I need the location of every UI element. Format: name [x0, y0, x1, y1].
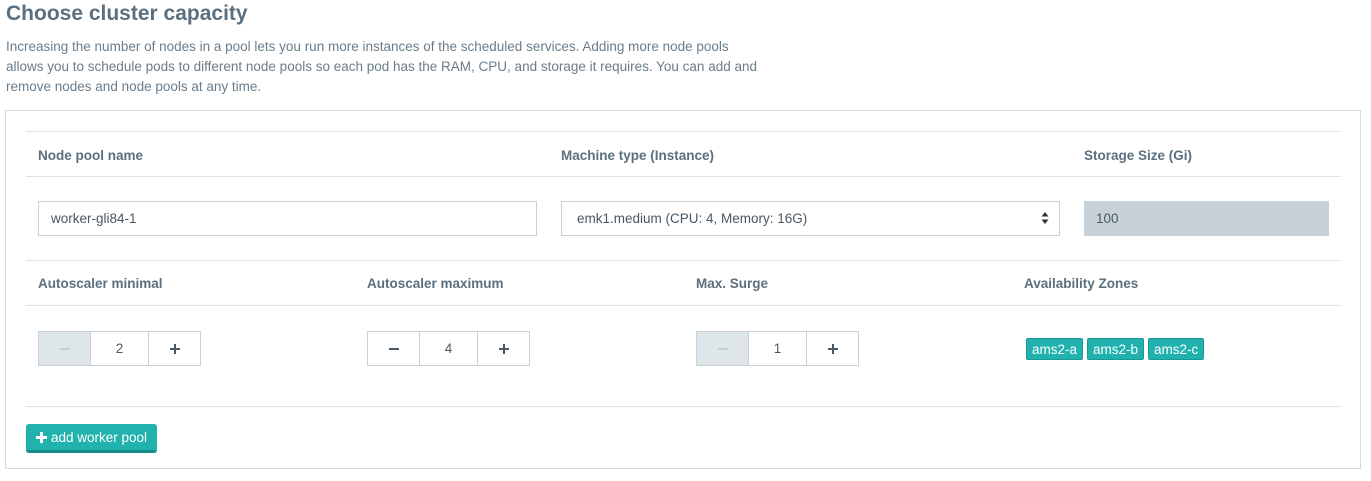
page-title: Choose cluster capacity	[6, 2, 248, 25]
autoscaler-max-label: Autoscaler maximum	[367, 276, 504, 291]
storage-size-field: 100	[1084, 201, 1329, 236]
autoscaler-max-stepper: 4	[367, 331, 530, 366]
add-worker-pool-button[interactable]: add worker pool	[26, 424, 158, 453]
availability-zones-label: Availability Zones	[1024, 276, 1139, 291]
divider	[26, 176, 1341, 177]
machine-type-value: emk1.medium (CPU: 4, Memory: 16G)	[577, 211, 808, 226]
intro-line: Increasing the number of nodes in a pool…	[6, 39, 729, 54]
minus-icon	[59, 347, 70, 350]
intro-line: remove nodes and node pools at any time.	[6, 79, 262, 94]
plus-icon	[498, 343, 509, 354]
plus-icon	[36, 431, 47, 443]
storage-size-label: Storage Size (Gi)	[1084, 148, 1193, 163]
max-surge-decrement-button[interactable]	[696, 331, 749, 366]
autoscaler-max-value[interactable]: 4	[419, 331, 478, 366]
node-pool-name-input[interactable]	[38, 201, 537, 236]
machine-type-label: Machine type (Instance)	[561, 148, 715, 163]
autoscaler-min-stepper: 2	[38, 331, 201, 366]
node-pool-panel: Node pool name Machine type (Instance) S…	[5, 110, 1361, 469]
autoscaler-min-label: Autoscaler minimal	[38, 276, 163, 291]
max-surge-value[interactable]: 1	[748, 331, 807, 366]
zone-badge-ams2-b[interactable]: ams2-b	[1087, 338, 1145, 360]
select-arrows-icon	[1041, 212, 1049, 224]
machine-type-select[interactable]: emk1.medium (CPU: 4, Memory: 16G)	[561, 201, 1060, 236]
autoscaler-min-decrement-button[interactable]	[38, 331, 91, 366]
max-surge-label: Max. Surge	[696, 276, 769, 291]
zone-badge-ams2-c[interactable]: ams2-c	[1148, 338, 1205, 360]
intro-text: Increasing the number of nodes in a pool…	[6, 37, 806, 97]
availability-zones: ams2-a ams2-b ams2-c	[1026, 338, 1205, 360]
plus-icon	[827, 343, 838, 354]
zone-badge-ams2-a[interactable]: ams2-a	[1026, 338, 1084, 360]
max-surge-increment-button[interactable]	[806, 331, 859, 366]
intro-line: allows you to schedule pods to different…	[6, 59, 757, 74]
autoscaler-max-increment-button[interactable]	[477, 331, 530, 366]
divider	[26, 260, 1341, 261]
minus-icon	[388, 347, 399, 350]
minus-icon	[717, 347, 728, 350]
divider	[26, 131, 1341, 132]
max-surge-stepper: 1	[696, 331, 859, 366]
plus-icon	[169, 343, 180, 354]
autoscaler-max-decrement-button[interactable]	[367, 331, 420, 366]
divider	[26, 406, 1341, 407]
add-worker-pool-label: add worker pool	[51, 429, 148, 445]
node-pool-name-label: Node pool name	[38, 148, 144, 163]
autoscaler-min-value[interactable]: 2	[90, 331, 149, 366]
autoscaler-min-increment-button[interactable]	[148, 331, 201, 366]
divider	[26, 305, 1341, 306]
